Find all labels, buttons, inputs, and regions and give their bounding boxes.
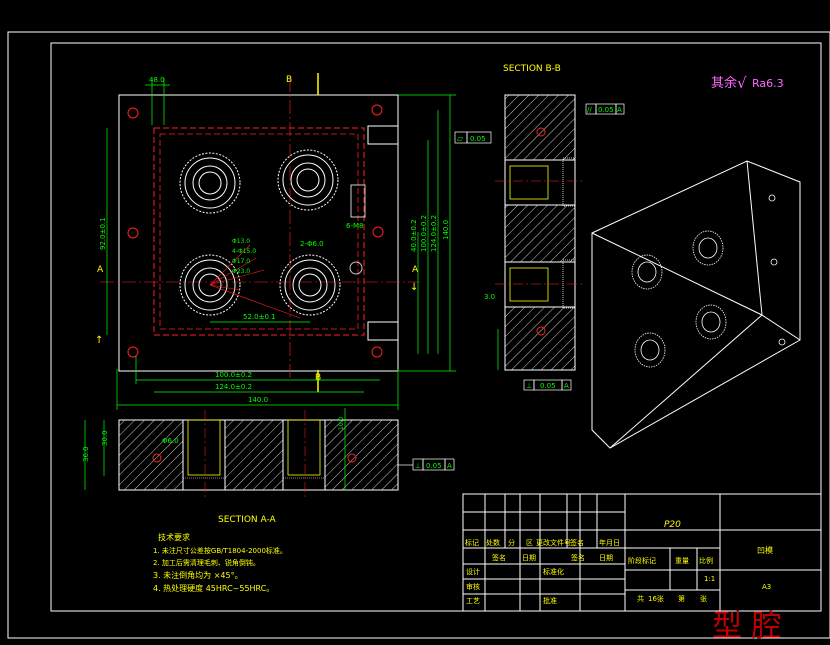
section-bb-view (495, 94, 585, 371)
cut-a-right: A (412, 265, 419, 275)
svg-text:↑: ↑ (95, 335, 103, 346)
svg-text:标记: 标记 (465, 538, 479, 547)
tb-material: P20 (664, 520, 681, 530)
svg-text:A: A (447, 462, 452, 470)
svg-text:审核: 审核 (466, 582, 480, 591)
tb-part-name: 凹模 (757, 545, 773, 555)
tech-req-title: 技术要求 (158, 532, 190, 542)
svg-text:Ra6.3: Ra6.3 (752, 77, 784, 90)
dim-phi17: Φ17.0 (232, 258, 250, 265)
dim-phi23: Φ23.0 (232, 268, 250, 275)
svg-text:工艺: 工艺 (466, 597, 480, 605)
svg-text:其余: 其余 (711, 75, 737, 91)
tech-requirements: 技术要求 1. 未注尺寸公差按GB/T1804-2000标准。 2. 加工后需清… (153, 532, 287, 593)
dim-6m8: 6-M8 (346, 222, 363, 230)
svg-text:16张: 16张 (648, 594, 664, 603)
inner-frame (50, 42, 822, 612)
svg-text:A: A (617, 106, 622, 114)
dim-bottom-100: 100.0±0.2 (215, 371, 252, 379)
dim-bottom-124: 124.0±0.2 (215, 383, 252, 391)
svg-text:日期: 日期 (522, 554, 536, 562)
cut-b-top: B (286, 75, 292, 85)
svg-text://: // (587, 106, 592, 114)
title-block (462, 493, 822, 612)
dim-aa-phi: Φ6.0 (162, 437, 179, 445)
svg-text:0.05: 0.05 (540, 382, 556, 390)
isometric-view (591, 160, 801, 449)
section-aa-view (118, 410, 399, 498)
svg-text:0.05: 0.05 (598, 106, 614, 114)
plan-view: B B A A ↑ ↓ (95, 73, 420, 392)
section-bb-title: SECTION B-B (503, 64, 561, 74)
gdt-parallel-top: // 0.05 A (585, 103, 625, 115)
dim-phi13: Φ13.0 (232, 238, 250, 245)
svg-text:▱: ▱ (457, 134, 464, 143)
svg-text:⊥: ⊥ (415, 462, 421, 470)
dim-aa-right: 10.0 (338, 416, 345, 430)
svg-text:阶段标记: 阶段标记 (628, 556, 656, 565)
tech-req-item-2: 2. 加工后需清理毛刺、锐角倒钝。 (153, 558, 260, 567)
svg-text:↓: ↓ (410, 282, 418, 293)
svg-text:⊥: ⊥ (526, 382, 532, 390)
dim-side-36: 36.0 (82, 446, 90, 462)
svg-text:签名: 签名 (492, 553, 506, 562)
tb-scale: 1:1 (704, 575, 715, 583)
svg-text:0.05: 0.05 (470, 135, 486, 143)
svg-text:批准: 批准 (543, 596, 557, 605)
dim-right-40: 40.0±0.2 (410, 219, 418, 252)
dim-right-100: 100.0±0.2 (420, 215, 428, 252)
gdt-perp-bottom: ⊥ 0.05 A (523, 379, 572, 391)
svg-text:日期: 日期 (599, 554, 613, 562)
dim-4phi15: 4-Φ15.0 (232, 248, 256, 255)
svg-text:处数: 处数 (486, 538, 500, 547)
dim-small-3: 3.0 (484, 293, 495, 301)
svg-text:重量: 重量 (675, 557, 689, 565)
plan-dimensions (106, 78, 456, 410)
dim-right-124: 124.0±0.2 (430, 215, 438, 252)
svg-text:年月日: 年月日 (599, 538, 620, 547)
tech-req-item-4: 4. 热处理硬度 45HRC~55HRC。 (153, 583, 274, 593)
svg-text:签名: 签名 (570, 538, 584, 547)
svg-text:A: A (564, 382, 569, 390)
svg-text:区: 区 (526, 539, 533, 547)
plan-cooling-channel (153, 127, 365, 336)
dim-top-48: 48.0 (149, 76, 165, 84)
roughness-note: 其余 √ Ra6.3 (711, 74, 784, 92)
dim-2phi6: 2-Φ6.0 (300, 240, 324, 248)
cut-b-bottom: B (315, 373, 321, 383)
watermark: 型 腔 (712, 609, 782, 644)
corner-holes (127, 104, 384, 358)
svg-text:共: 共 (637, 594, 644, 603)
svg-text:张: 张 (700, 594, 707, 603)
svg-text:标准化: 标准化 (543, 567, 564, 576)
svg-text:签名: 签名 (571, 553, 585, 562)
cut-a-left: A (97, 265, 104, 275)
section-aa-title: SECTION A-A (218, 515, 277, 525)
svg-text:分: 分 (508, 538, 515, 547)
svg-text:√: √ (737, 74, 747, 92)
svg-text:设计: 设计 (466, 567, 480, 576)
dim-bottom-140: 140.0 (248, 396, 268, 404)
tech-req-item-1: 1. 未注尺寸公差按GB/T1804-2000标准。 (153, 546, 287, 555)
gdt-flatness: ▱ 0.05 (454, 131, 492, 144)
tb-sheet-size: A3 (762, 583, 771, 591)
svg-text:比例: 比例 (699, 556, 713, 565)
svg-text:更改文件号: 更改文件号 (536, 538, 571, 547)
svg-text:0.05: 0.05 (426, 462, 442, 470)
tech-req-item-3: 3. 未注倒角均为 ×45°。 (153, 570, 243, 580)
gdt-aa-box: ⊥ 0.05 A (412, 458, 455, 471)
dim-side-30: 30.0 (101, 430, 109, 446)
gear-cavities (179, 149, 341, 316)
dim-right-140: 140.0 (442, 220, 450, 240)
outer-frame (7, 31, 830, 639)
plan-outline (118, 94, 399, 372)
dim-left-92: 92.0±0.1 (99, 217, 107, 250)
svg-text:第: 第 (678, 594, 685, 603)
dim-bottom-52: 52.0±0.1 (243, 313, 276, 321)
